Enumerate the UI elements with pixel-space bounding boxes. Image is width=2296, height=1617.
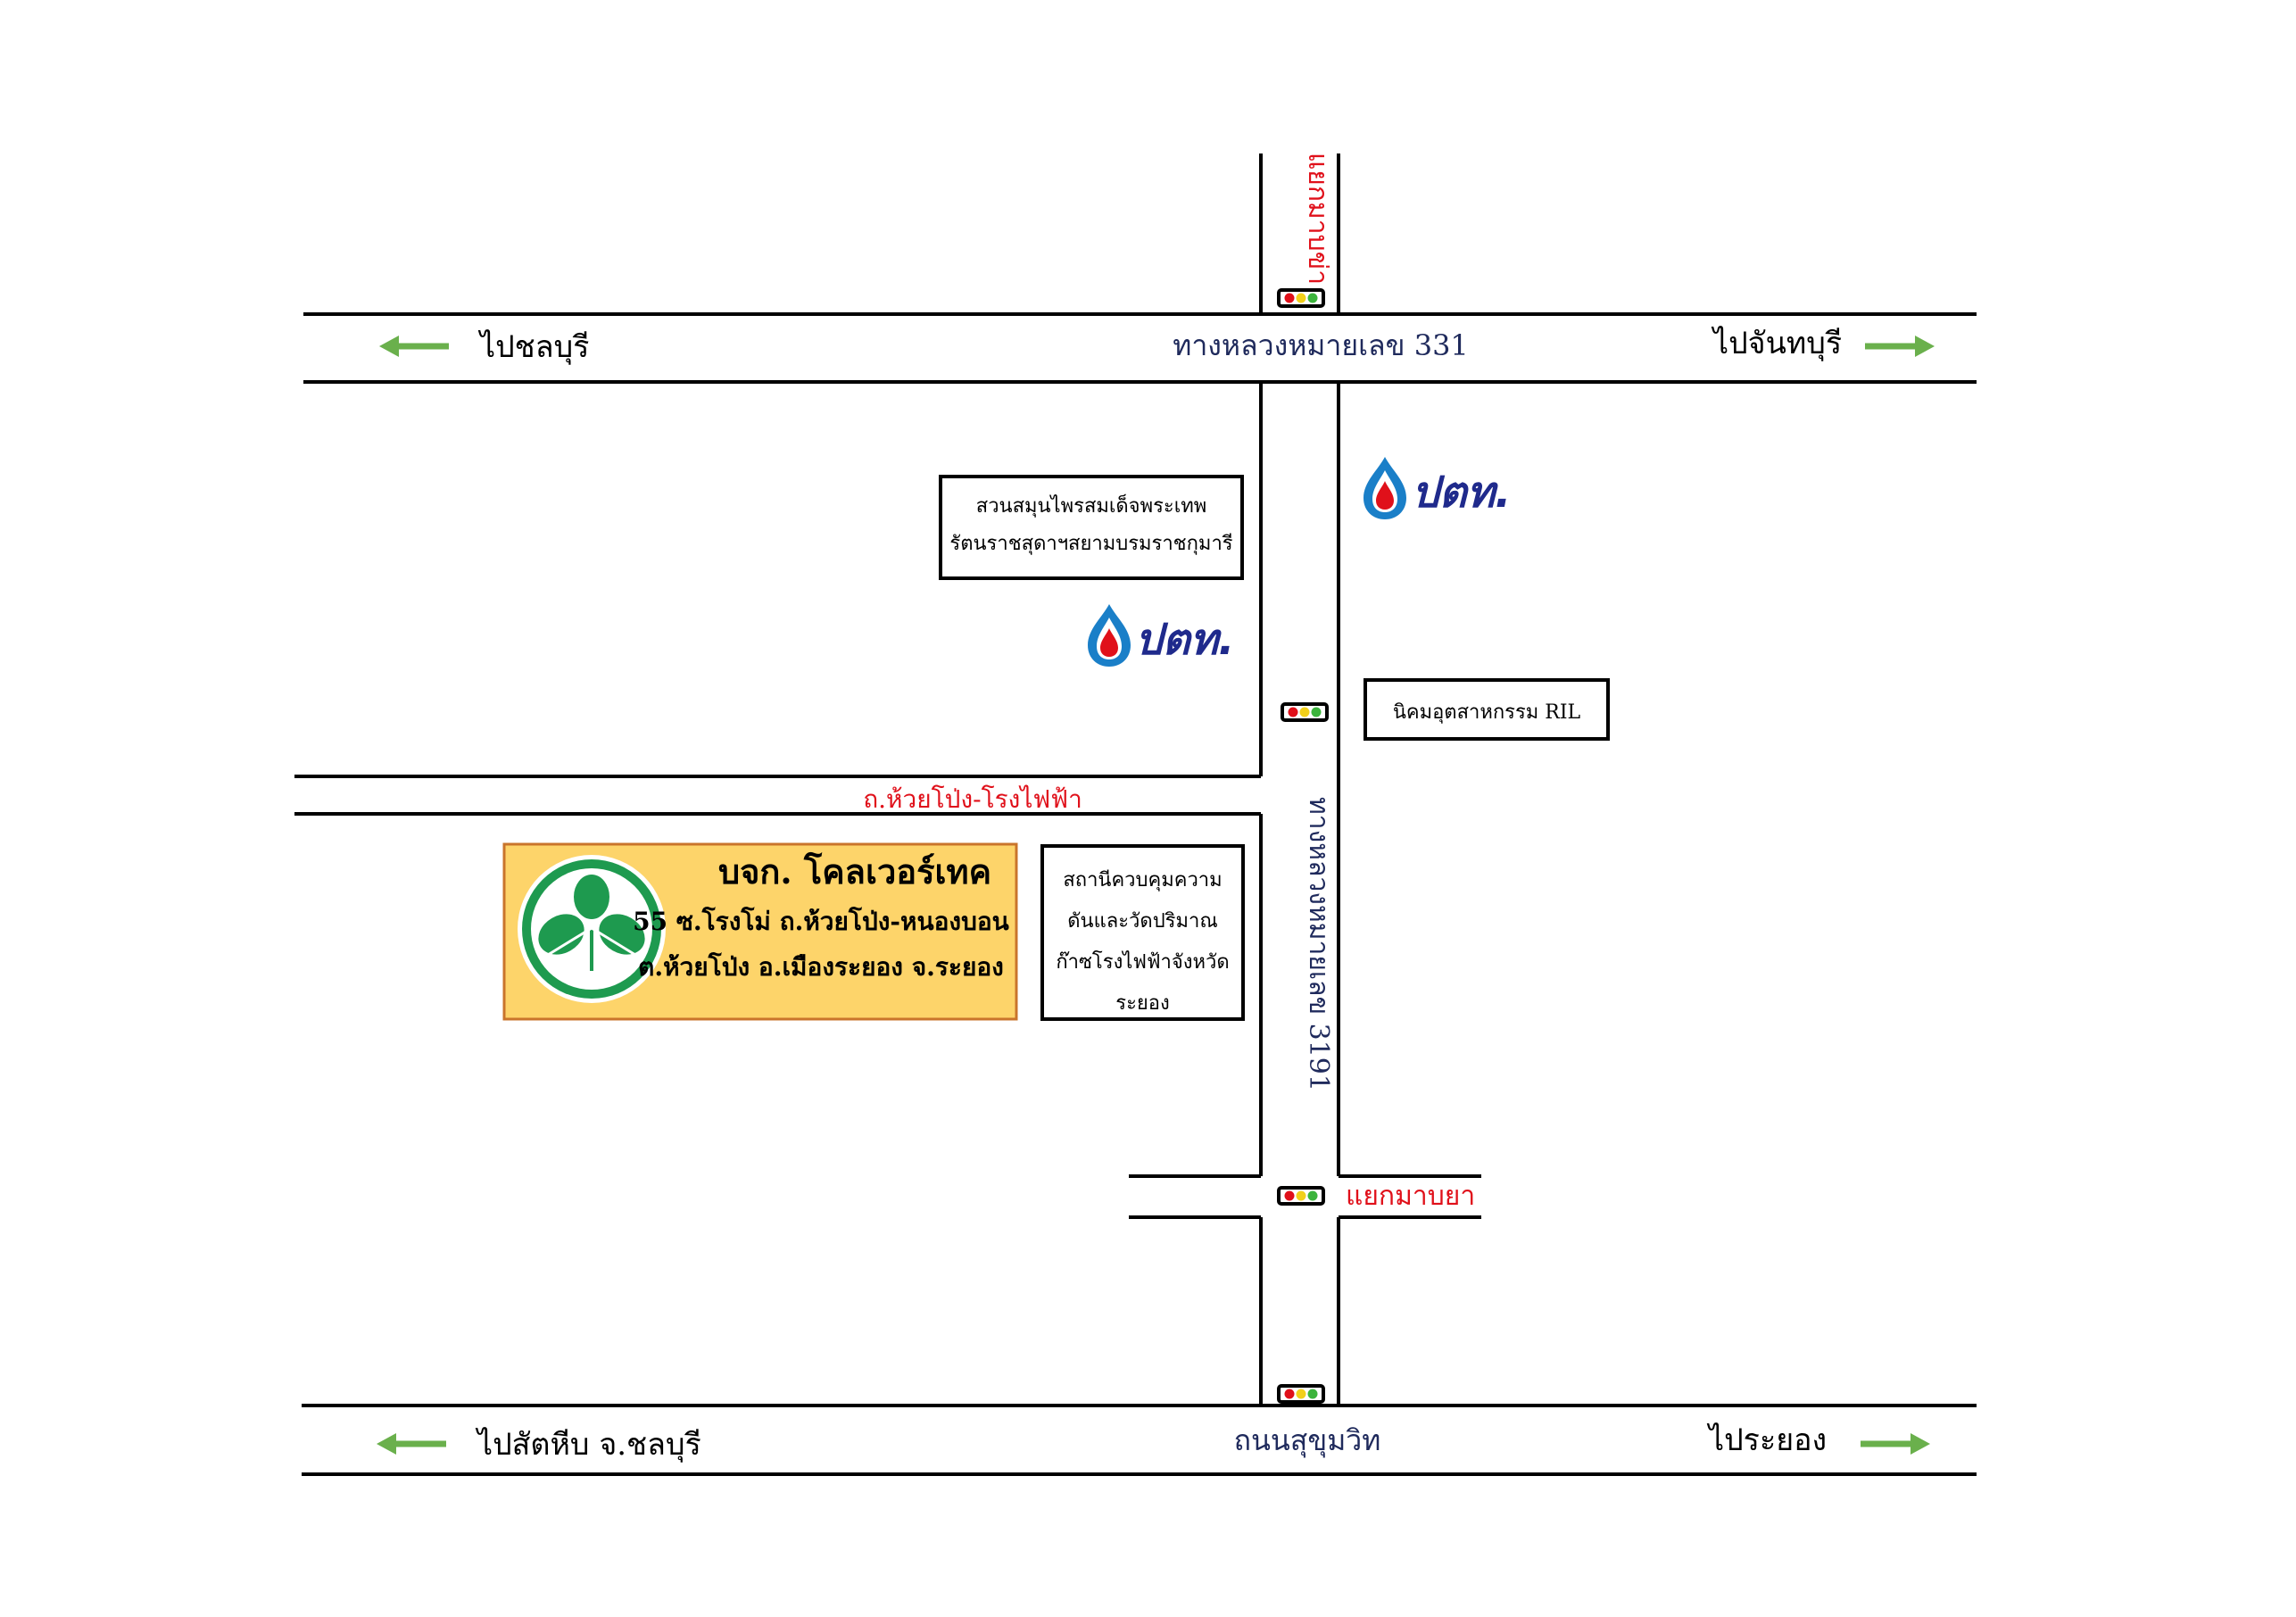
ptt-logo-text: ปตท. <box>1412 468 1512 518</box>
arrow-right-icon <box>1865 336 1935 357</box>
junction-mapya-label: แยกมาบยา <box>1346 1181 1475 1212</box>
sukhumvit-label: ถนนสุขุมวิท <box>1234 1423 1381 1458</box>
arrow-right-icon <box>1861 1433 1930 1455</box>
ril-estate-label: นิคมอุตสาหกรรม RIL <box>1392 701 1581 724</box>
gas-station-line: ก๊าซโรงไฟฟ้าจังหวัด <box>1056 951 1230 974</box>
hw331-label: ทางหลวงหมายเลข 331 <box>1173 328 1469 362</box>
ptt-logo-icon: ปตท. <box>1088 604 1235 667</box>
traffic-light-icon <box>1277 288 1325 308</box>
to-rayong-label: ไประยอง <box>1706 1422 1827 1458</box>
clover-logo-icon <box>518 855 666 1003</box>
company-name: บจก. โคลเวอร์เทค <box>718 851 991 891</box>
gas-station-box: สถานีควบคุมความ ดันและวัดปริมาณ ก๊าซโรงไ… <box>1040 844 1245 1021</box>
to-sattahip-label: ไปสัตหีบ จ.ชลบุรี <box>475 1427 701 1463</box>
ptt-logo-icon: ปตท. <box>1364 457 1512 519</box>
herb-garden-box: สวนสมุนไพรสมเด็จพระเทพ รัตนราชสุดาฯสยามบ… <box>939 475 1244 580</box>
company-address-line1: 55 ซ.โรงโม่ ถ.ห้วยโป่ง-หนองบอน <box>633 906 1009 936</box>
ptt-logo-text: ปตท. <box>1135 615 1235 665</box>
hw3191-label: ทางหลวงหมายเลข 3191 <box>1303 797 1334 1091</box>
to-chanthaburi-label: ไปจันทบุรี <box>1711 326 1842 361</box>
ril-estate-box: นิคมอุตสาหกรรม RIL <box>1364 678 1610 741</box>
herb-garden-line: รัตนราชสุดาฯสยามบรมราชกุมารี <box>949 532 1233 555</box>
huaipong-road-label: ถ.ห้วยโป่ง-โรงไฟฟ้า <box>863 784 1082 814</box>
traffic-light-icon <box>1277 1186 1325 1206</box>
arrow-left-icon <box>379 336 449 357</box>
traffic-light-icon <box>1281 702 1329 722</box>
company-address-line2: ต.ห้วยโป่ง อ.เมืองระยอง จ.ระยอง <box>638 951 1004 982</box>
gas-station-line: ระยอง <box>1115 992 1170 1015</box>
traffic-light-icon <box>1277 1384 1325 1404</box>
arrow-left-icon <box>377 1433 446 1455</box>
herb-garden-line: สวนสมุนไพรสมเด็จพระเทพ <box>975 495 1207 518</box>
to-chonburi-label: ไปชลบุรี <box>477 329 589 365</box>
gas-station-line: ดันและวัดปริมาณ <box>1067 910 1218 933</box>
junction-mapkha-label: แยกมาบข่า <box>1302 153 1333 285</box>
gas-station-line: สถานีควบคุมความ <box>1063 869 1223 891</box>
